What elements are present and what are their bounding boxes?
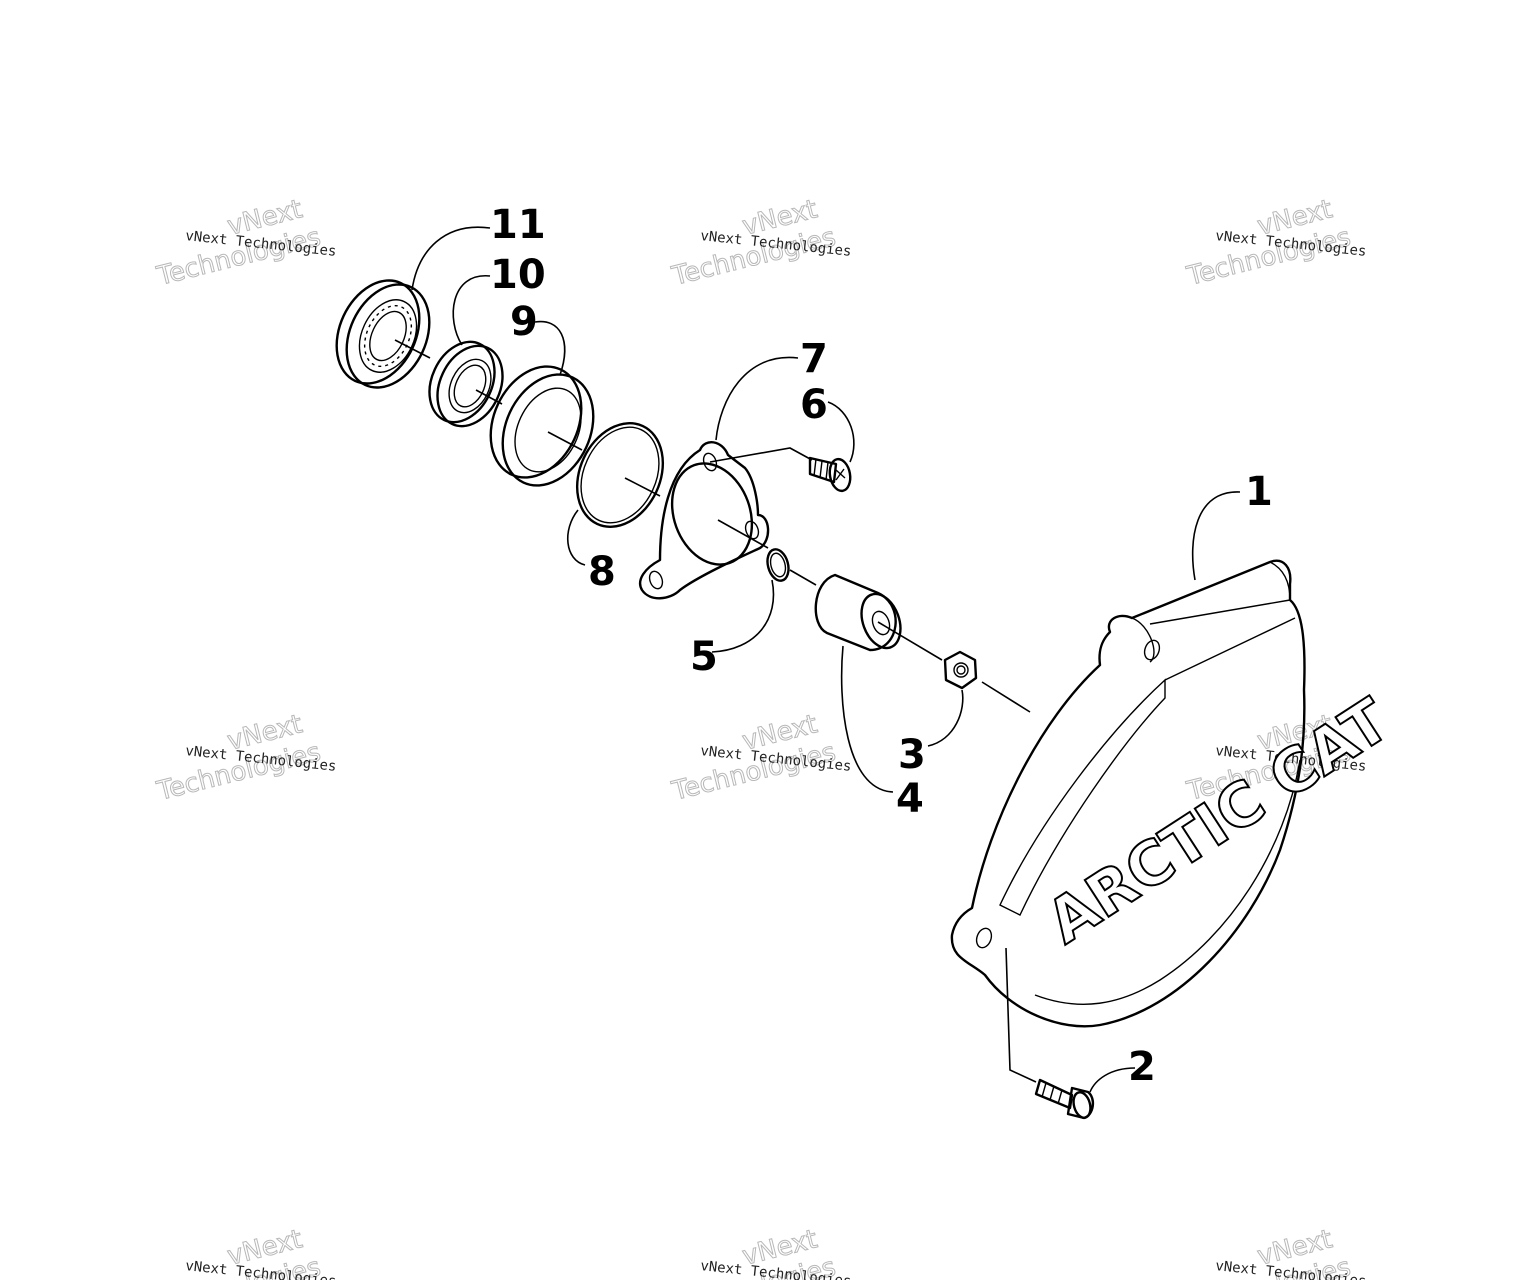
- assembly-axis: [394, 339, 1037, 1083]
- part-11-bearing: [335, 279, 431, 389]
- callout-5: 5: [690, 634, 718, 680]
- callout-4: 4: [896, 776, 924, 822]
- watermark-layer: vNext Technologies vNext Technologies vN…: [153, 194, 1367, 1280]
- leader-lines: [411, 226, 1241, 1093]
- callout-6: 6: [800, 382, 828, 428]
- callout-11: 11: [490, 202, 546, 248]
- cover-logo: ARCTIC CAT: [1035, 686, 1402, 958]
- callout-7: 7: [800, 336, 828, 382]
- watermark: vNext Technologies vNext Technologies: [668, 709, 852, 808]
- part-1-cover: ARCTIC CAT: [950, 559, 1403, 1028]
- callout-2: 2: [1128, 1044, 1156, 1090]
- callout-numbers: 1 2 3 4 5 6 7 8 9 10 11: [490, 202, 1273, 1090]
- callout-3: 3: [898, 732, 926, 778]
- callout-10: 10: [490, 252, 546, 298]
- callout-1: 1: [1245, 469, 1273, 515]
- bolt-hole: [975, 927, 993, 949]
- watermark: vNext Technologies vNext Technologies: [153, 194, 337, 293]
- part-2-bolt: [1034, 1078, 1095, 1120]
- part-7-flange-plate: [638, 441, 770, 600]
- callout-9: 9: [510, 299, 538, 345]
- part-10-seal: [428, 340, 504, 428]
- callout-8: 8: [588, 549, 616, 595]
- watermark: vNext Technologies vNext Technologies: [668, 1224, 852, 1280]
- part-8-o-ring: [575, 422, 665, 528]
- bolt-hole: [1143, 639, 1161, 661]
- part-6-screw: [808, 456, 852, 493]
- part-9-seal: [489, 365, 595, 487]
- part-4-spacer: [814, 573, 902, 652]
- watermark: vNext Technologies vNext Technologies: [1183, 194, 1367, 293]
- watermark: vNext Technologies vNext Technologies: [668, 194, 852, 293]
- part-3-nut: [943, 650, 978, 690]
- watermark: vNext Technologies vNext Technologies: [1183, 1224, 1367, 1280]
- part-5-o-ring-small: [766, 548, 790, 582]
- watermark: vNext Technologies vNext Technologies: [153, 709, 337, 808]
- watermark: vNext Technologies vNext Technologies: [153, 1224, 337, 1280]
